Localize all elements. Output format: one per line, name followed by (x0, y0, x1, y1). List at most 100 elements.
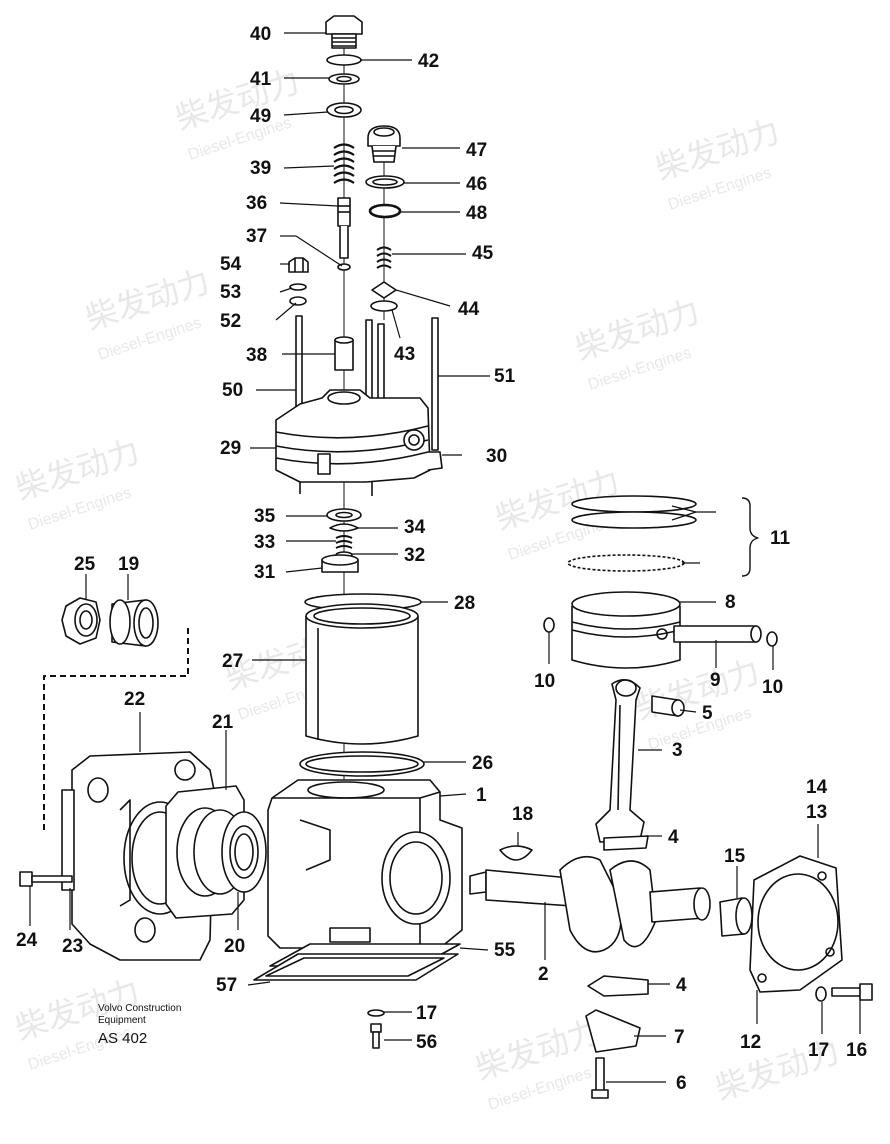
part-44-plate (371, 281, 397, 299)
part-5-bush (651, 695, 685, 717)
part-48-ring (368, 203, 402, 219)
label-18: 18 (512, 804, 533, 825)
part-4-bearing-bottom (587, 975, 649, 997)
label-12: 12 (740, 1032, 761, 1053)
part-25-nut (61, 597, 101, 645)
part-42-washer (326, 54, 362, 66)
part-34-plate (329, 523, 359, 532)
label-36: 36 (246, 193, 267, 214)
part-56-screw (370, 1023, 382, 1049)
label-57: 57 (216, 975, 237, 996)
label-15: 15 (724, 846, 746, 867)
part-1-crankcase (267, 779, 463, 949)
part-4-bearing-top (603, 835, 649, 851)
label-9: 9 (710, 670, 721, 691)
part-49-ring (326, 102, 362, 118)
label-34: 34 (404, 517, 426, 538)
label-48: 48 (466, 203, 487, 224)
part-30-bracket (427, 451, 443, 471)
label-47: 47 (466, 140, 487, 161)
part-43-seat (370, 300, 398, 312)
label-37: 37 (246, 226, 267, 247)
label-13: 13 (806, 802, 827, 823)
label-31: 31 (254, 562, 276, 583)
label-44: 44 (458, 299, 480, 320)
part-40-plug (325, 15, 363, 49)
label-51: 51 (494, 366, 516, 387)
part-50-stud (295, 315, 303, 413)
label-33: 33 (254, 532, 275, 553)
part-45-spring (376, 246, 392, 269)
label-30: 30 (486, 446, 507, 467)
label-29: 29 (220, 438, 241, 459)
part-2-crankshaft (469, 855, 711, 953)
label-28: 28 (454, 593, 475, 614)
part-29-cylinder-head (275, 389, 431, 496)
label-26: 26 (472, 753, 493, 774)
part-17-washer-bottom (367, 1009, 385, 1017)
label-49: 49 (250, 106, 271, 127)
label-2: 2 (538, 964, 549, 985)
label-11: 11 (770, 528, 791, 549)
part-10-circlip-right (766, 631, 778, 647)
label-10-right: 10 (762, 677, 783, 698)
manufacturer-line-1: Volvo Construction (98, 1003, 182, 1014)
label-1: 1 (476, 785, 487, 806)
label-46: 46 (466, 174, 487, 195)
part-52-ring (289, 296, 307, 306)
part-33-spring (335, 535, 353, 549)
label-17-bottom: 17 (416, 1003, 437, 1024)
label-6: 6 (676, 1073, 687, 1094)
label-5: 5 (702, 703, 713, 724)
label-56: 56 (416, 1032, 437, 1053)
part-13-end-cover (749, 855, 843, 993)
manufacturer-label: Volvo Construction Equipment (98, 1003, 188, 1027)
part-3-connecting-rod (595, 679, 645, 843)
label-54: 54 (220, 254, 242, 275)
part-number-labels: 40 42 41 49 47 39 46 36 48 37 45 54 53 4… (16, 24, 867, 1094)
part-27-cylinder-liner (305, 603, 419, 745)
part-7-bearing-cap (585, 1009, 641, 1053)
part-10-circlip-left (543, 617, 555, 633)
label-27: 27 (222, 651, 243, 672)
label-35: 35 (254, 506, 276, 527)
part-16-bolt (831, 983, 873, 1001)
part-20-bearing (193, 809, 267, 895)
part-9-piston-pin (673, 625, 762, 643)
part-15-bearing (719, 897, 753, 937)
label-17-right: 17 (808, 1040, 829, 1061)
part-38-sleeve (334, 336, 354, 371)
part-51-stud (431, 317, 439, 451)
label-4-top: 4 (668, 827, 679, 848)
part-39-spring (333, 143, 355, 184)
part-8-piston (571, 591, 681, 669)
part-41-washer (328, 73, 360, 85)
label-3: 3 (672, 740, 683, 761)
part-17-washer-right (815, 986, 827, 1002)
label-39: 39 (250, 158, 271, 179)
parts-drawing (19, 15, 873, 1099)
label-45: 45 (472, 243, 494, 264)
part-57-gasket (253, 953, 459, 981)
label-22: 22 (124, 689, 145, 710)
part-24-bolt (19, 871, 73, 887)
part-53-washer (289, 283, 307, 291)
manufacturer-line-2: Equipment (98, 1015, 146, 1026)
label-8: 8 (725, 592, 736, 613)
part-19-sleeve (109, 599, 159, 647)
part-6-screw (591, 1057, 609, 1099)
label-10-left: 10 (534, 671, 555, 692)
label-32: 32 (404, 545, 425, 566)
label-42: 42 (418, 51, 439, 72)
label-38: 38 (246, 345, 267, 366)
label-4-bottom: 4 (676, 975, 687, 996)
label-25: 25 (74, 554, 96, 575)
label-7: 7 (674, 1027, 685, 1048)
part-46-washer (365, 175, 405, 189)
label-43: 43 (394, 344, 415, 365)
label-52: 52 (220, 311, 241, 332)
part-35-washer (326, 508, 362, 522)
part-36-valve (337, 197, 351, 259)
